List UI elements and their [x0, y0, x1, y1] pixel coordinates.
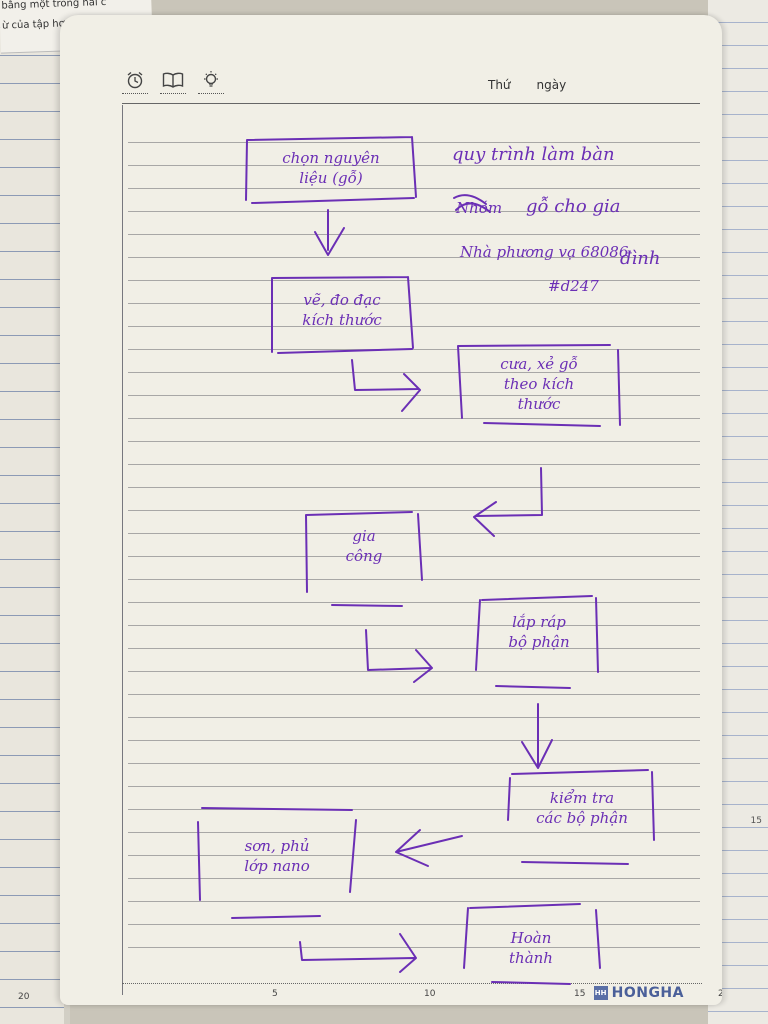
brand-mark: HH — [593, 986, 608, 1000]
step-box-7 — [197, 807, 357, 919]
step-7-label: sơn, phủ lớp nano — [244, 837, 310, 875]
date-header: Thứ ngày — [488, 78, 566, 92]
date-label: ngày — [536, 78, 567, 92]
arrow-5-6 — [521, 703, 553, 769]
open-book-icon — [160, 67, 186, 94]
brand-logo: HH HONGHA — [593, 985, 684, 1001]
ruled-lines — [128, 120, 700, 965]
header-rule — [122, 103, 700, 104]
step-box-2 — [271, 276, 414, 354]
step-1-label: chọn nguyên liệu (gỗ) — [282, 149, 380, 187]
step-box-3 — [457, 344, 621, 427]
title-line-1: quy trình làm bàn — [452, 144, 615, 165]
step-box-6 — [507, 769, 655, 865]
arrow-6-7 — [395, 829, 463, 867]
left-page-number: 20 — [18, 992, 30, 1002]
notebook-page: Thứ ngày 5 10 15 20 HH HONGHA — [60, 15, 722, 1005]
step-3-label: cưa, xẻ gỗ theo kích thước — [500, 355, 578, 413]
alarm-clock-icon — [122, 67, 148, 94]
weekday-label: Thứ — [488, 78, 511, 92]
title-line-2: gỗ cho gia — [526, 196, 621, 217]
scribble-strike — [453, 194, 491, 213]
ruler-number-15: 15 — [574, 989, 586, 999]
ruler-number-10: 10 — [424, 989, 436, 999]
lightbulb-icon — [198, 67, 224, 94]
arrow-1-2 — [314, 209, 345, 256]
step-box-8 — [463, 903, 601, 985]
step-5-label: lắp ráp bộ phận — [508, 613, 570, 651]
scribble-note: Nhóm — [456, 199, 503, 217]
ruler-number-5: 5 — [272, 989, 278, 999]
step-4-label: gia công — [345, 527, 383, 565]
brand-name: HONGHA — [611, 985, 684, 1001]
code-note: #d247 — [548, 277, 599, 295]
arrow-3-4 — [473, 467, 543, 537]
diagram-title: quy trình làm bàn gỗ cho gia đình — [452, 116, 702, 298]
step-box-5 — [475, 595, 599, 689]
margin-rule — [122, 105, 123, 995]
step-box-4 — [305, 511, 423, 607]
step-8-label: Hoàn thành — [509, 929, 553, 967]
arrow-4-5 — [365, 629, 433, 683]
phone-note: Nhà phương vạ 68086 — [460, 243, 629, 261]
header-icons — [122, 67, 224, 94]
arrow-2-3 — [351, 359, 421, 412]
step-6-label: kiểm tra các bộ phận — [536, 789, 628, 827]
ruler-number-20: 20 — [718, 989, 722, 999]
step-2-label: vẽ, đo đạc kích thước — [302, 291, 382, 329]
bottom-ruler — [122, 983, 702, 985]
title-line-3: đình — [620, 248, 661, 269]
right-sheet-number: 15 — [750, 816, 762, 826]
arrow-7-8 — [299, 933, 417, 973]
step-box-1 — [245, 136, 417, 204]
